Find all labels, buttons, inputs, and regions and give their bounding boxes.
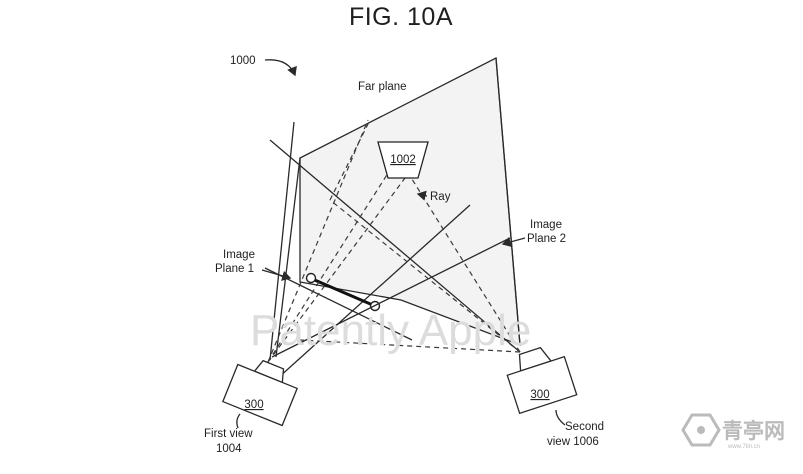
diagram-ref-label: 1000 [230,55,256,67]
left-view-edge [269,121,295,361]
dashed-ray-4 [409,175,521,353]
projection-point-1 [305,272,317,284]
dashed-ray-7 [329,119,371,201]
logo-text: 青亭网 [722,419,785,443]
logo-subtext: www.7tin.cn [727,444,760,450]
image-plane-2-arrow [501,236,526,247]
first-view-label-line1: First view [204,428,253,440]
watermark: Patently Apple [250,306,531,355]
far-plane-label: Far plane [358,81,407,93]
ray-label: Ray [430,191,451,203]
left-camera-boundary [269,139,521,353]
dashed-ray-5 [329,199,521,353]
left-camera [221,359,299,427]
image-plane-1-label-line1: Image [223,249,255,261]
left-frustum-edge [275,157,301,358]
image-plane-1-arrow [261,269,292,281]
object-1002 [377,141,429,179]
second-view-label-line2: view 1006 [547,436,599,448]
second-view-label-line1: Second [565,421,604,433]
image-plane-1-segment [309,276,376,308]
object-ref-label: 1002 [390,154,416,166]
right-camera-ref: 300 [530,389,549,401]
first-view-leader [236,413,241,429]
logo-dot-icon [697,426,705,434]
figure-title: FIG. 10A [349,3,453,31]
left-camera-body [221,363,299,427]
second-view-leader [555,409,566,426]
site-logo: 青亭网 www.7tin.cn [681,413,785,450]
left-camera-ref: 300 [244,399,263,411]
image-plane-2-label-line1: Image [530,219,562,231]
ray-line [277,204,471,379]
right-frustum-edge [495,57,521,346]
image-plane-1-label-line2: Plane 1 [215,263,254,275]
far-plane-region [299,56,521,346]
right-camera-body [506,355,578,415]
dashed-ray-2 [267,169,391,363]
diagram-ref-arrow [264,59,297,77]
dashed-ray-1 [267,119,369,363]
logo-hex-icon [681,413,721,447]
ray-arrow [416,190,428,201]
dashed-ray-3 [267,177,406,363]
first-view-label-line2: 1004 [216,443,242,455]
image-plane-2 [271,237,511,358]
right-camera [506,346,578,415]
dashed-ray-6 [299,339,521,353]
image-plane-2-label-line2: Plane 2 [527,233,566,245]
